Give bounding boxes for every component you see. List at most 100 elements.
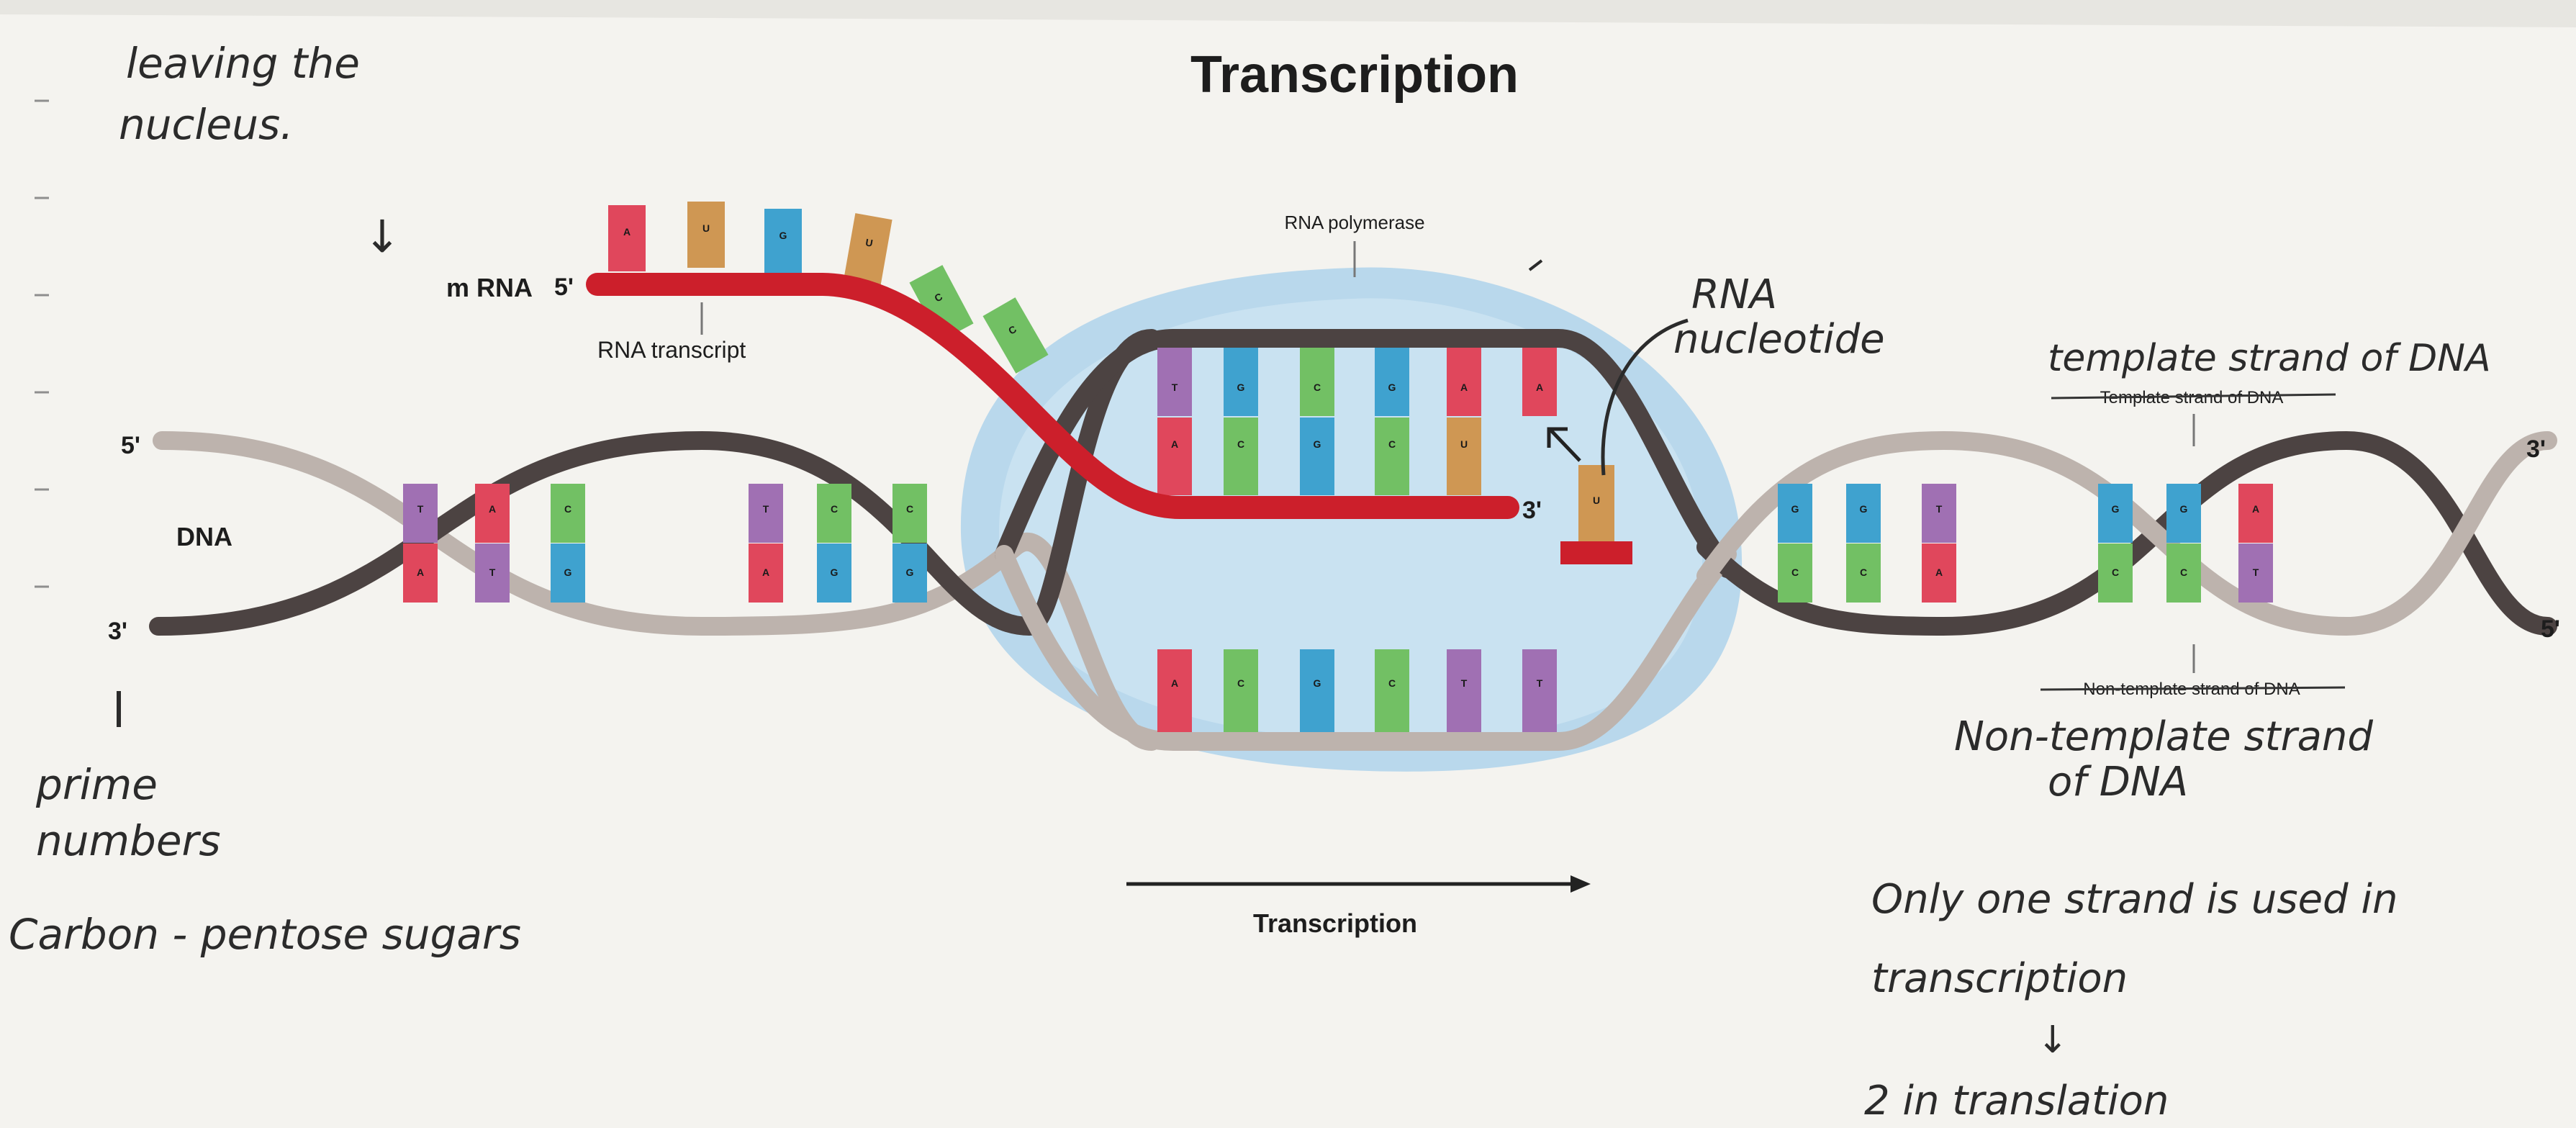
nucleotide-bar bbox=[1300, 649, 1334, 732]
nucleotide-c: C bbox=[1375, 649, 1409, 732]
nucleotide-bar bbox=[1157, 418, 1192, 495]
nucleotide-letter: A bbox=[2252, 503, 2259, 515]
nucleotide-bar bbox=[687, 202, 725, 268]
dna-strand-light-right bbox=[1696, 430, 2557, 636]
nucleotide-letter: T bbox=[1461, 677, 1468, 689]
nucleotide-bar bbox=[1224, 418, 1258, 495]
nucleotide-t: T bbox=[749, 484, 783, 543]
nucleotide-letter: C bbox=[1388, 438, 1396, 450]
nucleotide-letter: G bbox=[2112, 503, 2120, 515]
nucleotide-bar bbox=[1300, 418, 1334, 495]
nucleotide-letter: T bbox=[417, 503, 424, 515]
nucleotide-a: A bbox=[1447, 348, 1481, 416]
nucleotide-g: G bbox=[764, 209, 802, 275]
nucleotide-a: A bbox=[1157, 418, 1192, 495]
nucleotide-a: A bbox=[2238, 484, 2273, 543]
nucleotide-bar bbox=[909, 265, 974, 341]
nucleotide-letter: A bbox=[1460, 382, 1468, 393]
template-label-strikeout bbox=[2051, 393, 2336, 400]
nucleotide-bar bbox=[1300, 348, 1334, 416]
nucleotide-bar bbox=[817, 543, 851, 603]
free-nucleotide-bar bbox=[1578, 465, 1614, 544]
note-prime-numbers-line2: numbers bbox=[36, 816, 221, 865]
nucleotide-letter: G bbox=[1314, 438, 1321, 450]
free-nucleotide-backbone bbox=[1560, 541, 1632, 564]
nucleotide-c: C bbox=[2098, 543, 2133, 603]
transcription-arrow-head bbox=[1571, 875, 1591, 893]
nucleotide-letter: T bbox=[1936, 503, 1943, 515]
nucleotide-letter: C bbox=[1314, 382, 1321, 393]
nucleotide-c: C bbox=[1778, 543, 1812, 603]
nucleotide-letter: C bbox=[2180, 567, 2187, 578]
nucleotide-letter: A bbox=[1536, 382, 1543, 393]
nucleotide-bar bbox=[1447, 649, 1481, 732]
nucleotide-g: G bbox=[817, 543, 851, 603]
nucleotide-bar bbox=[1447, 418, 1481, 495]
nucleotide-c: C bbox=[1224, 649, 1258, 732]
nucleotide-letter: G bbox=[2180, 503, 2188, 515]
nucleotide-bar bbox=[2238, 543, 2273, 603]
nucleotide-u: U bbox=[844, 213, 892, 285]
nucleotide-c: C bbox=[982, 297, 1049, 374]
diagram-title: Transcription bbox=[1190, 46, 1519, 104]
nucleotide-bar bbox=[1922, 543, 1956, 603]
nucleotide-letter: A bbox=[1171, 438, 1178, 450]
dna-strand-dark-left bbox=[149, 329, 1161, 636]
nucleotide-letter: G bbox=[1237, 382, 1245, 393]
nucleotide-g: G bbox=[1846, 484, 1881, 543]
nucleotide-letter: C bbox=[2112, 567, 2119, 578]
nucleotide-t: T bbox=[1922, 484, 1956, 543]
note-two-in-translation: 2 in translation bbox=[1864, 1078, 2169, 1124]
nucleotide-t: T bbox=[2238, 543, 2273, 603]
nucleotide-g: G bbox=[551, 543, 585, 603]
nucleotide-letter: C bbox=[1791, 567, 1799, 578]
nucleotide-a: A bbox=[1157, 649, 1192, 732]
nucleotide-bar bbox=[2098, 543, 2133, 603]
nucleotide-bar bbox=[1522, 649, 1557, 732]
nucleotide-letter: G bbox=[1388, 382, 1396, 393]
nucleotide-letter: G bbox=[831, 567, 839, 578]
nucleotide-bar bbox=[2098, 484, 2133, 543]
mrna-five-prime: 5' bbox=[554, 274, 574, 301]
nucleotide-letter: G bbox=[1314, 677, 1321, 689]
nucleotide-letter: T bbox=[1172, 382, 1178, 393]
nucleotide-bar bbox=[1447, 348, 1481, 416]
nucleotide-bar bbox=[1375, 348, 1409, 416]
note-leaving-nucleus-line2: nucleus. bbox=[119, 100, 294, 149]
nucleotide-bar bbox=[1846, 484, 1881, 543]
nucleotide-bar bbox=[1922, 484, 1956, 543]
nucleotide-letter: C bbox=[906, 503, 913, 515]
nucleotide-bar bbox=[892, 543, 927, 603]
rna-polymerase-label: RNA polymerase bbox=[1284, 212, 1424, 233]
nucleotide-a: A bbox=[608, 205, 646, 271]
nucleotide-c: C bbox=[1300, 348, 1334, 416]
nucleotide-t: T bbox=[1157, 348, 1192, 416]
note-rna-nucleotide: RNA nucleotide bbox=[1673, 271, 1885, 363]
nucleotide-bar bbox=[403, 543, 438, 603]
nucleotide-bar bbox=[1522, 348, 1557, 416]
nucleotide-bar bbox=[982, 297, 1049, 374]
dna-five-prime-right: 5' bbox=[2541, 615, 2560, 643]
note-template-strand: template strand of DNA bbox=[2048, 337, 2491, 380]
note-prime-numbers-line1: prime bbox=[35, 760, 158, 809]
dna-five-prime-left: 5' bbox=[121, 432, 140, 459]
nucleotide-bar bbox=[844, 213, 892, 285]
note-only-one-strand-line1: Only one strand is used in bbox=[1871, 876, 2398, 923]
free-rna-nucleotide: U bbox=[1560, 465, 1632, 564]
rna-three-prime: 3' bbox=[1522, 497, 1542, 524]
incoming-nucleotide-arrow bbox=[1547, 427, 1581, 462]
notebook-margin-ticks bbox=[35, 99, 49, 588]
note-nontemplate-line1: Non-template strand bbox=[1954, 713, 2373, 760]
nucleotide-t: T bbox=[1522, 649, 1557, 732]
nucleotide-letter: C bbox=[1388, 677, 1396, 689]
note-nontemplate-line2: of DNA bbox=[2048, 759, 2188, 806]
nucleotide-letter: T bbox=[1537, 677, 1543, 689]
nucleotide-letter: C bbox=[564, 503, 571, 515]
nucleotide-letter: A bbox=[1171, 677, 1178, 689]
note-rna-nucleotide-pointer bbox=[1601, 318, 1689, 476]
mrna-label: m RNA bbox=[446, 273, 533, 302]
dna-label: DNA bbox=[176, 522, 232, 551]
